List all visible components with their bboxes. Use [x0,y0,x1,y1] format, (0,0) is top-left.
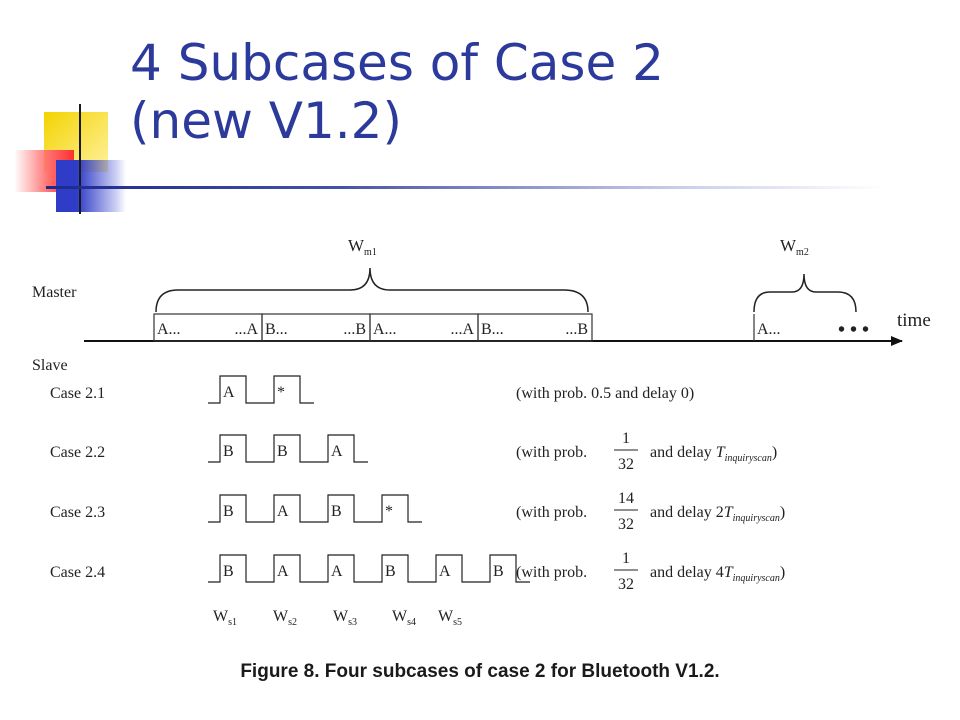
time-label: time [897,310,931,331]
case-pulse-label: B [385,563,396,580]
master-slot-start: A... [373,321,397,338]
case-row: Case 2.1 A * (with prob. 0.5 and delay 0) [50,375,694,404]
wm1-brace [155,267,589,313]
master-slot-start: A... [157,321,181,338]
master-slots: A... ...A B... ...B A... ...A B... ...B A... [153,313,781,342]
vertical-line-decoration [79,104,81,214]
slide-title-line-1: 4 Subcases of Case 2 [130,34,664,92]
case-label: Case 2.2 [50,444,105,461]
ellipsis-dots: • • • [838,319,869,341]
case-pulse-label: * [277,384,285,401]
case-label: Case 2.3 [50,504,105,521]
slide-title-line-2: (new V1.2) [130,92,402,150]
ws-label: Ws1 [213,608,237,628]
case-pulse-label: B [493,563,504,580]
case-frac-den: 32 [618,516,634,533]
master-slot-end: ...B [343,321,366,338]
case-note: (with prob. 0.5 and delay 0) [516,385,694,402]
case-frac-num: 14 [618,490,634,507]
master-slot [477,313,593,342]
slave-window-labels: Ws1 Ws2 Ws3 Ws4 Ws5 [213,608,462,628]
wm2-label: Wm2 [780,236,809,258]
master-slot-end: ...A [234,321,258,338]
slave-label: Slave [32,357,68,374]
case-pulse-label: A [331,563,343,580]
case-label: Case 2.1 [50,385,105,402]
case-frac-den: 32 [618,576,634,593]
case-note: (with prob. [516,504,587,521]
case-delay: and delay 4Tinquiryscan) [650,564,785,584]
case-waveform [208,375,314,404]
case-waveform [208,494,422,523]
case-frac-num: 1 [622,550,630,567]
master-slot-end: ...A [450,321,474,338]
master-slot-start: B... [481,321,504,338]
case-waveform [208,434,368,463]
case-pulse-label: * [385,503,393,520]
case-note: (with prob. [516,564,587,581]
case-pulse-label: A [277,563,289,580]
case-pulse-label: A [331,443,343,460]
case-pulse-label: B [223,443,234,460]
case-pulse-label: A [277,503,289,520]
master-slot-start: B... [265,321,288,338]
case-delay: and delay 2Tinquiryscan) [650,504,785,524]
case-pulse-label: B [331,503,342,520]
wm2-brace [753,273,857,313]
title-underline [46,186,886,189]
case-pulse-label: B [223,563,234,580]
case-label: Case 2.4 [50,564,105,581]
case-frac-den: 32 [618,456,634,473]
case-frac-num: 1 [622,430,630,447]
ws-label: Ws5 [438,608,462,628]
master-slot-end: ...B [565,321,588,338]
case-pulse-label: B [223,503,234,520]
wm1-label: Wm1 [348,236,377,258]
ws-label: Ws4 [392,608,416,628]
ws-label: Ws3 [333,608,357,628]
case-note: (with prob. [516,444,587,461]
figure-caption: Figure 8. Four subcases of case 2 for Bl… [240,661,720,682]
case-row: Case 2.2 B B A (with prob. 1 32 and delay Tinqu… [50,430,777,473]
case-pulse-label: A [223,384,235,401]
slide-title: 4 Subcases of Case 2 (new V1.2) [130,34,664,150]
case-pulse-label: A [439,563,451,580]
ws-label: Ws2 [273,608,297,628]
master-label: Master [32,284,77,301]
case-pulse-label: B [277,443,288,460]
master-tail-slot: A... [757,321,781,338]
case-row: Case 2.4 B A A B A B (with prob. 1 32 and delay 4T… [50,550,785,593]
case-waveform [208,554,530,583]
case-delay: and delay Tinquiryscan) [650,444,777,464]
case-row: Case 2.3 B A B * (with prob. 14 32 and delay 2Ti… [50,490,785,533]
